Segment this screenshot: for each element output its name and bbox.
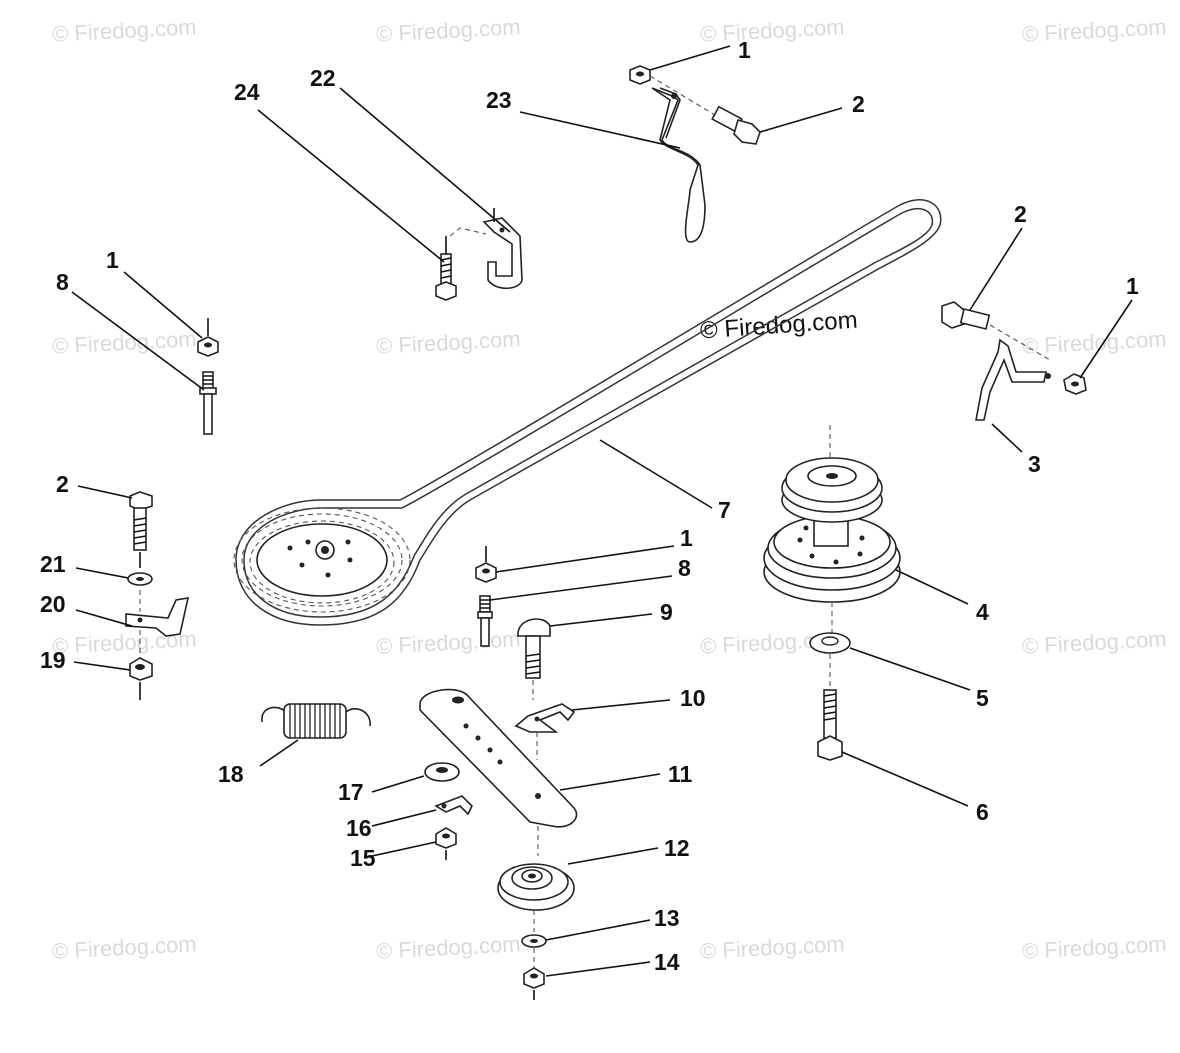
drive-belt[interactable]: [233, 199, 942, 626]
callout-22: 22: [310, 65, 336, 91]
belt-guide-hook[interactable]: [651, 87, 706, 243]
hex-nut[interactable]: [523, 967, 545, 989]
callout-9: 9: [660, 599, 673, 625]
callout-2: 2: [1014, 201, 1027, 227]
carriage-bolt[interactable]: [517, 618, 551, 679]
callout-8: 8: [678, 555, 691, 581]
callout-3: 3: [1028, 451, 1041, 477]
belt-keeper[interactable]: [514, 703, 576, 733]
flat-washer[interactable]: [127, 572, 153, 586]
callout-16: 16: [346, 815, 372, 841]
callout-1: 1: [106, 247, 119, 273]
hex-bolt[interactable]: [817, 689, 843, 761]
callout-18: 18: [218, 761, 244, 787]
flange-screw[interactable]: [435, 236, 457, 301]
hex-nut[interactable]: [475, 562, 497, 583]
callout-1: 1: [738, 37, 751, 63]
hex-nut[interactable]: [629, 65, 651, 85]
belt-guide-bracket[interactable]: [975, 338, 1051, 421]
extension-spring[interactable]: [261, 703, 371, 739]
callout-7: 7: [718, 497, 731, 523]
callout-12: 12: [664, 835, 690, 861]
callout-15: 15: [350, 845, 376, 871]
callout-10: 10: [680, 685, 706, 711]
lock-washer[interactable]: [809, 632, 851, 654]
callout-6: 6: [976, 799, 989, 825]
callout-1: 1: [1126, 273, 1139, 299]
threaded-stud[interactable]: [199, 371, 217, 435]
idler-arm[interactable]: [419, 688, 578, 828]
callout-14: 14: [654, 949, 680, 975]
callout-23: 23: [486, 87, 512, 113]
hex-bolt[interactable]: [711, 105, 761, 145]
callout-20: 20: [40, 591, 66, 617]
callout-21: 21: [40, 551, 66, 577]
callout-2: 2: [56, 471, 69, 497]
callout-8: 8: [56, 269, 69, 295]
callout-17: 17: [338, 779, 364, 805]
callout-4: 4: [976, 599, 989, 625]
callout-5: 5: [976, 685, 989, 711]
callout-11: 11: [668, 761, 693, 787]
hex-bolt[interactable]: [129, 491, 153, 551]
callout-24: 24: [234, 79, 260, 105]
spacer-washer[interactable]: [424, 762, 460, 782]
callout-19: 19: [40, 647, 66, 673]
hex-nut[interactable]: [1063, 373, 1087, 395]
double-pulley[interactable]: [763, 457, 901, 603]
hook-guide[interactable]: [482, 208, 523, 290]
lock-nut[interactable]: [129, 657, 153, 681]
hex-nut[interactable]: [435, 827, 457, 849]
hex-nut[interactable]: [197, 336, 219, 357]
spring-clip[interactable]: [434, 795, 473, 816]
callout-13: 13: [654, 905, 680, 931]
callout-1: 1: [680, 525, 693, 551]
flat-washer[interactable]: [521, 934, 547, 948]
threaded-stud[interactable]: [477, 595, 493, 647]
mounting-bracket[interactable]: [125, 597, 190, 637]
idler-pulley[interactable]: [497, 863, 575, 911]
hex-bolt[interactable]: [941, 301, 991, 330]
callout-2: 2: [852, 91, 865, 117]
